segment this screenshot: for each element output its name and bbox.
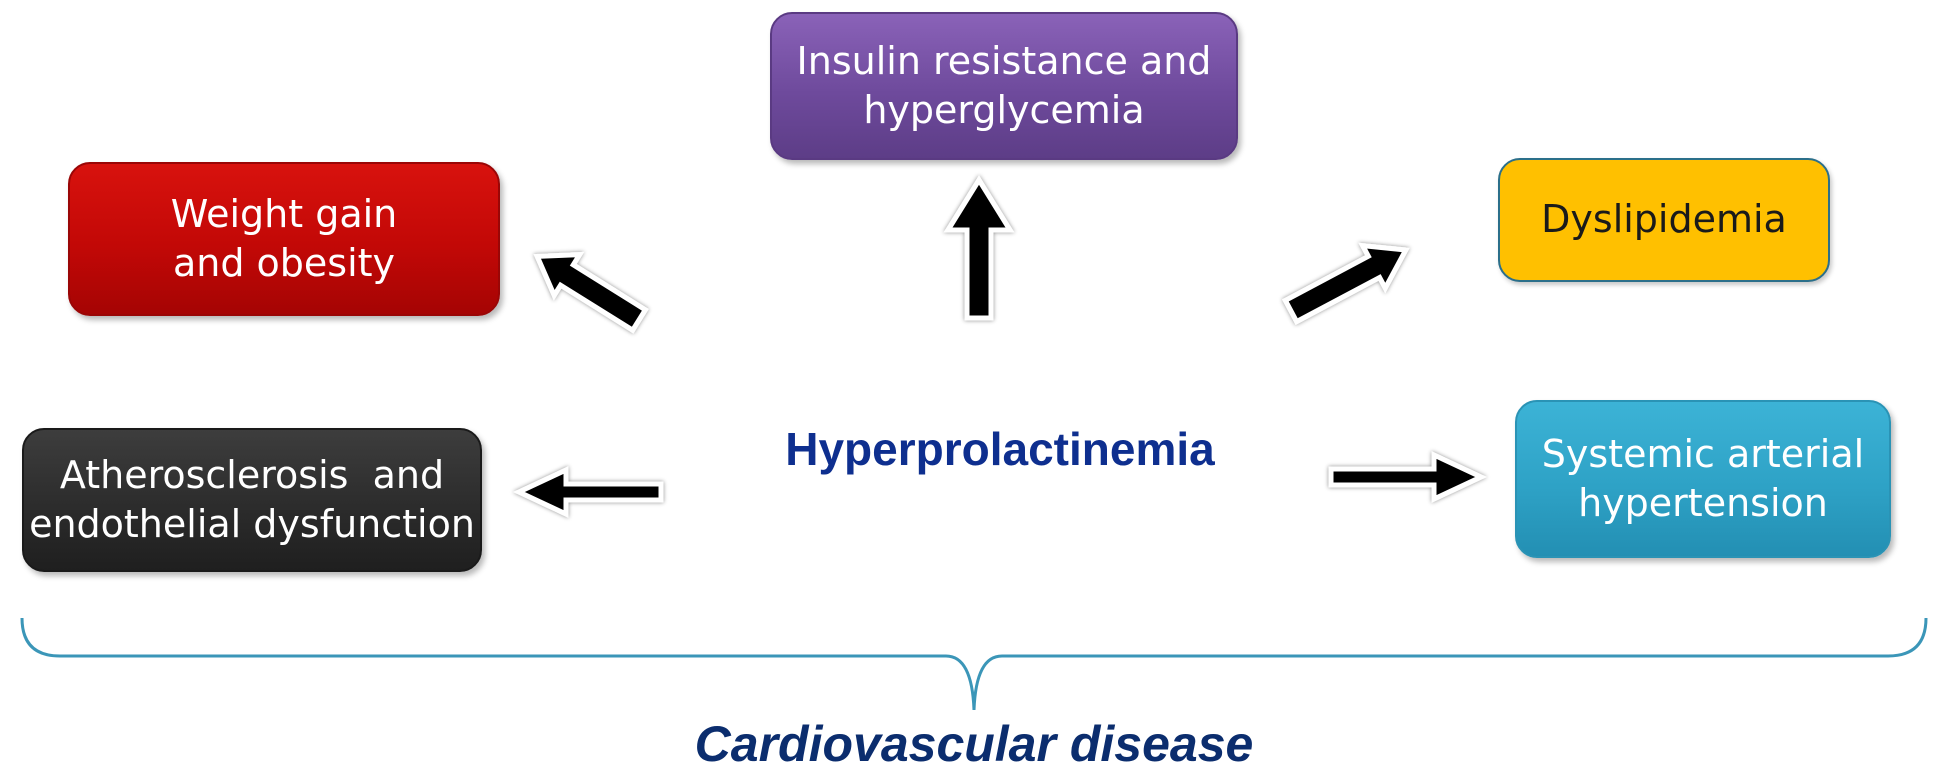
arrow-to-hypertension (1328, 451, 1487, 503)
footer-label-cardiovascular-disease: Cardiovascular disease (694, 716, 1254, 772)
node-athero-line-2: endothelial dysfunction (29, 502, 475, 546)
curly-brace (20, 617, 1928, 711)
node-insulin-resistance: Insulin resistance and hyperglycemia (770, 12, 1238, 160)
node-weight-gain: Weight gain and obesity (68, 162, 500, 316)
node-athero-line-1: Atherosclerosis and (59, 452, 445, 497)
node-dyslipidemia: Dyslipidemia (1498, 158, 1830, 282)
node-atherosclerosis: Atherosclerosis and endothelial dysfunct… (22, 428, 482, 572)
node-insulin-line-1: Insulin resistance and (796, 38, 1212, 83)
node-hypertension-line-2: hypertension (1578, 481, 1828, 525)
center-label-hyperprolactinemia: Hyperprolactinemia (785, 423, 1215, 475)
arrow-to-dyslipidemia (1281, 242, 1410, 325)
arrow-to-weight (533, 251, 649, 334)
node-insulin-line-2: hyperglycemia (863, 88, 1145, 132)
node-hypertension: Systemic arterial hypertension (1515, 400, 1891, 558)
node-weight-line-2: and obesity (172, 241, 396, 285)
arrow-to-atherosclerosis (513, 466, 664, 518)
node-weight-line-1: Weight gain (170, 191, 398, 236)
arrow-to-insulin (943, 175, 1015, 321)
node-dyslipidemia-line-1: Dyslipidemia (1541, 197, 1787, 242)
node-hypertension-line-1: Systemic arterial (1541, 431, 1865, 476)
